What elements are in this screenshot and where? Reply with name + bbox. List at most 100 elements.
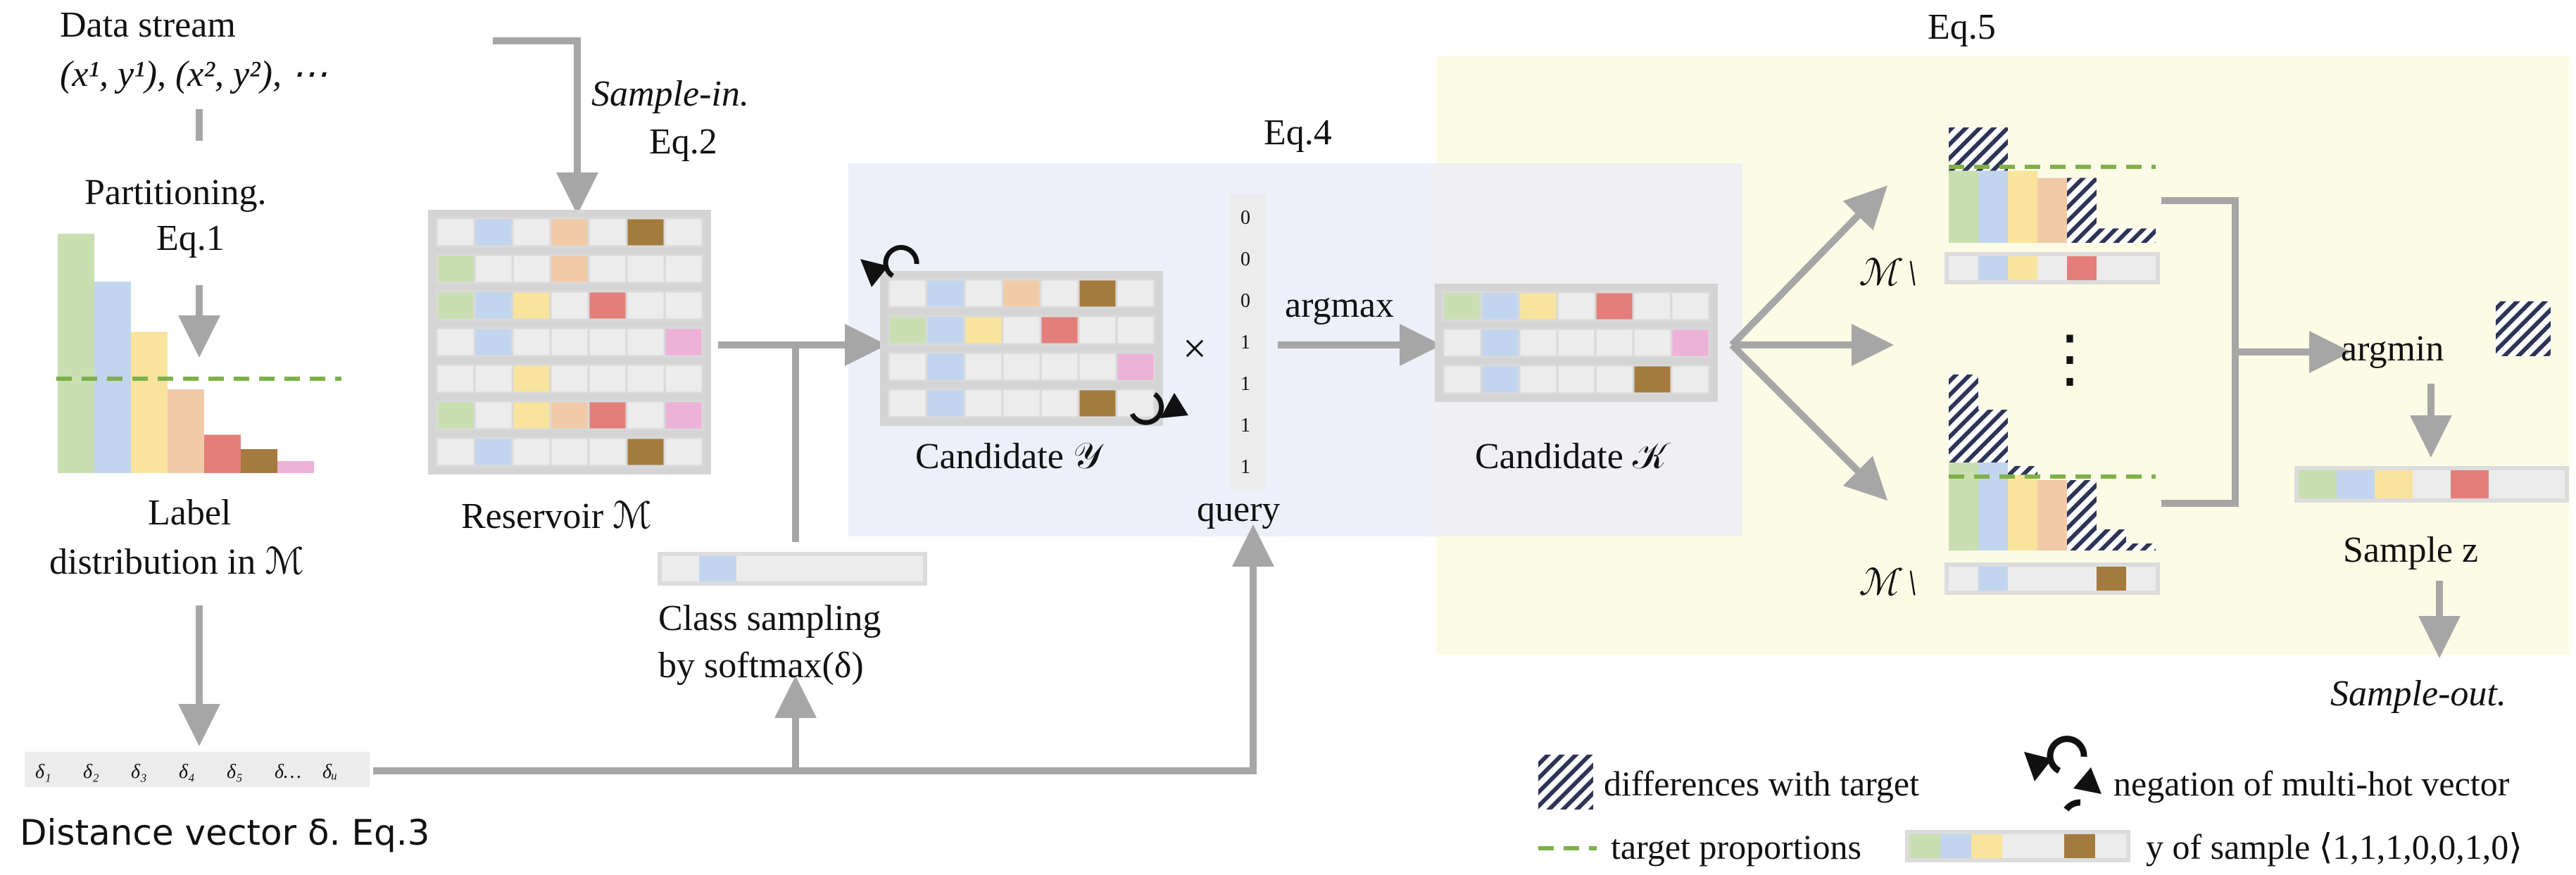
candidate-y-cell [925, 278, 966, 309]
argmax-label: argmax [1285, 285, 1394, 325]
legend-negation: negation of multi-hot vector [2113, 764, 2510, 803]
candidate-y-cell [1077, 278, 1118, 309]
top-option-vector [1944, 252, 2160, 284]
bottom-option-hatch [2008, 466, 2037, 475]
candidate-k-cell [1442, 327, 1483, 358]
legend-y-cell [2095, 834, 2126, 858]
bottom-option-vector-cell [2097, 567, 2126, 591]
reservoir-cell [473, 253, 514, 284]
candidate-k-cell [1480, 327, 1521, 358]
bottom-option-bar [2008, 466, 2037, 550]
sample-z-cell [2375, 470, 2413, 498]
bottom-option-hatch [1978, 410, 2008, 462]
reservoir-cell [663, 290, 704, 321]
reservoir-label: Reservoir ℳ [461, 496, 652, 536]
candidate-y-cell [963, 351, 1004, 382]
label-distribution-line2: distribution in ℳ [49, 542, 304, 582]
candidate-k-label: Candidate 𝒦 [1475, 436, 1671, 477]
candidate-y-grid [880, 271, 1163, 426]
reservoir-cell [473, 217, 514, 248]
reservoir-cell [625, 436, 666, 467]
delta-label: δ₅ [227, 761, 243, 783]
label-dist-bar [241, 449, 277, 473]
bottom-option-hatch [2067, 480, 2097, 550]
reservoir-cell [587, 363, 628, 394]
candidate-y-cell [887, 388, 928, 419]
candidate-y-cell [1039, 278, 1080, 309]
candidate-y-cell [1039, 351, 1080, 382]
candidate-k-cell [1670, 327, 1711, 358]
candidate-y-cell [963, 388, 1004, 419]
candidate-y-cell [1077, 315, 1118, 346]
query-value: 0 [1240, 248, 1250, 270]
reservoir-cell [435, 400, 476, 431]
candidate-y-cell [1115, 388, 1156, 419]
times-symbol: × [1183, 325, 1207, 372]
label-dist-bar [277, 461, 314, 473]
argmin-hatch-icon [2496, 301, 2551, 356]
reservoir-cell [625, 363, 666, 394]
sample-z-cell [2299, 470, 2337, 498]
candidate-y-cell [925, 351, 966, 382]
query-vector-box [1231, 194, 1266, 489]
distance-to-query-path [373, 524, 1274, 774]
reservoir-cell [511, 363, 552, 394]
candidate-k-cell [1518, 364, 1559, 395]
data-stream-title: Data stream [60, 5, 236, 45]
distance-vector-label: Distance vector δ. Eq.3 [20, 812, 429, 853]
reservoir-cell [435, 290, 476, 321]
class-sampling-cell [662, 556, 699, 581]
eq1-label: Eq.1 [156, 218, 225, 258]
reservoir-cell [663, 327, 704, 358]
sample-z-vector [2294, 466, 2569, 503]
label-distribution-chart [58, 234, 314, 473]
candidate-y-cell [887, 278, 928, 309]
candidate-y-cell [963, 278, 1004, 309]
query-value: 0 [1240, 207, 1250, 229]
candidate-k-cell [1556, 364, 1597, 395]
delta-label: δᵤ [322, 761, 337, 783]
negation-bottom-icon [1129, 392, 1188, 425]
reservoir-cell [435, 327, 476, 358]
candidate-k-cell [1670, 291, 1711, 322]
reservoir-cell [511, 253, 552, 284]
candidate-k-cell [1556, 291, 1597, 322]
label-dist-bar [168, 389, 204, 473]
top-option-vector-cell [2067, 256, 2097, 280]
top-option-vector-cell [2126, 256, 2156, 280]
query-value: 1 [1240, 415, 1250, 436]
class-sampling-line1: Class sampling [658, 598, 881, 638]
class-sampling-cell [774, 556, 811, 581]
reservoir-cell [473, 436, 514, 467]
reservoir-cell [663, 217, 704, 248]
sample-in-arrow [493, 37, 598, 215]
eq4-label: Eq.4 [1264, 113, 1332, 153]
delta-label: δ₃ [131, 761, 147, 783]
top-option-bar [2008, 170, 2037, 243]
class-sampling-line2: by softmax(δ) [658, 646, 864, 686]
reservoir-cell [511, 217, 552, 248]
sample-z-label: Sample z [2343, 530, 2478, 570]
reservoir-cell [511, 436, 552, 467]
reservoir-cell [473, 327, 514, 358]
candidate-y-cell [1077, 351, 1118, 382]
argmin-label: argmin [2341, 329, 2444, 369]
sample-z-cell [2337, 470, 2375, 498]
sample-out-label: Sample-out. [2330, 674, 2506, 714]
bottom-set-label: ℳ \ [1859, 563, 1917, 603]
reservoir-cell [549, 253, 590, 284]
reservoir-cell [587, 327, 628, 358]
delta-label: δ₄ [179, 761, 195, 783]
distance-vector-box [25, 752, 370, 787]
candidate-k-cell [1518, 291, 1559, 322]
top-option-chart [1949, 127, 2156, 243]
reservoir-cell [549, 400, 590, 431]
candidate-y-cell [1001, 351, 1042, 382]
bottom-option-hatch [2126, 543, 2156, 550]
reservoir-cell [625, 327, 666, 358]
reservoir-cell [549, 436, 590, 467]
class-sampling-cell [736, 556, 774, 581]
